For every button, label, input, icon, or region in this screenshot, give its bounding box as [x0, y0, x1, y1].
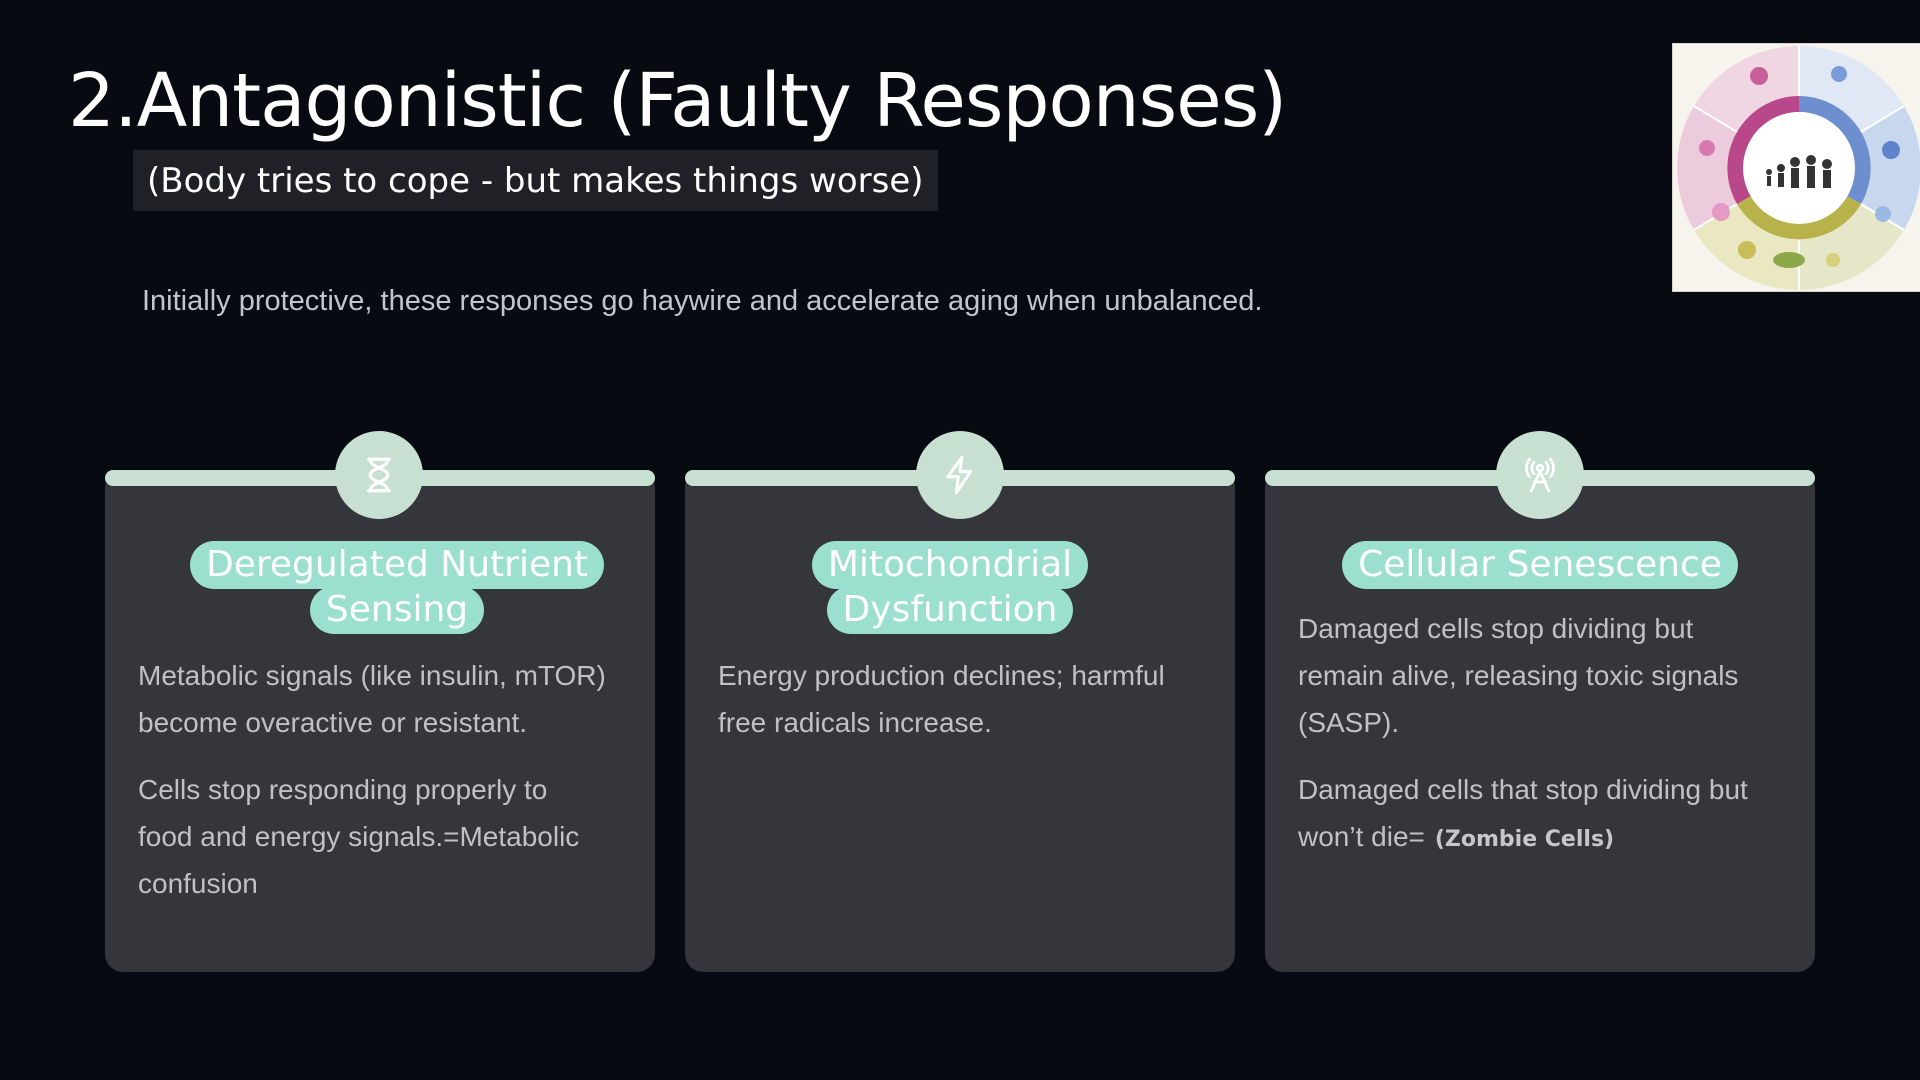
card-body-mitochondrial: Energy production declines; harmful free…	[718, 652, 1188, 746]
card-title-line: Dysfunction	[826, 586, 1074, 634]
slide-subtitle: (Body tries to cope - but makes things w…	[133, 150, 938, 211]
card-title-nutrient-sensing: Deregulated Nutrient Sensing	[187, 541, 607, 634]
card-paragraph-text: Damaged cells that stop dividing but won…	[1298, 774, 1748, 852]
card-title-line: Deregulated Nutrient	[189, 541, 605, 589]
card-body-senescence: Damaged cells stop dividing but remain a…	[1298, 605, 1768, 863]
hourglass-icon	[335, 431, 423, 519]
card-title-senescence: Cellular Senescence	[1300, 541, 1780, 589]
card-paragraph: Cells stop responding properly to food a…	[138, 774, 580, 899]
lightning-icon	[916, 431, 1004, 519]
card-paragraph: Damaged cells that stop dividing but won…	[1298, 766, 1768, 863]
zombie-cells-tag: (Zombie Cells)	[1434, 827, 1615, 852]
hallmarks-wheel-image	[1672, 43, 1920, 292]
card-title-line: Sensing	[309, 586, 485, 634]
card-title-line: Mitochondrial	[811, 541, 1089, 589]
card-paragraph: Metabolic signals (like insulin, mTOR) b…	[138, 660, 606, 738]
card-paragraph: Energy production declines; harmful free…	[718, 660, 1165, 738]
card-paragraph: Damaged cells stop dividing but remain a…	[1298, 613, 1739, 738]
card-title-mitochondrial: Mitochondrial Dysfunction	[750, 541, 1150, 634]
slide-title: 2.Antagonistic (Faulty Responses)	[68, 58, 1287, 144]
intro-text: Initially protective, these responses go…	[142, 285, 1263, 317]
signal-tower-icon	[1496, 431, 1584, 519]
card-body-nutrient-sensing: Metabolic signals (like insulin, mTOR) b…	[138, 652, 608, 907]
card-title-line: Cellular Senescence	[1342, 541, 1738, 589]
